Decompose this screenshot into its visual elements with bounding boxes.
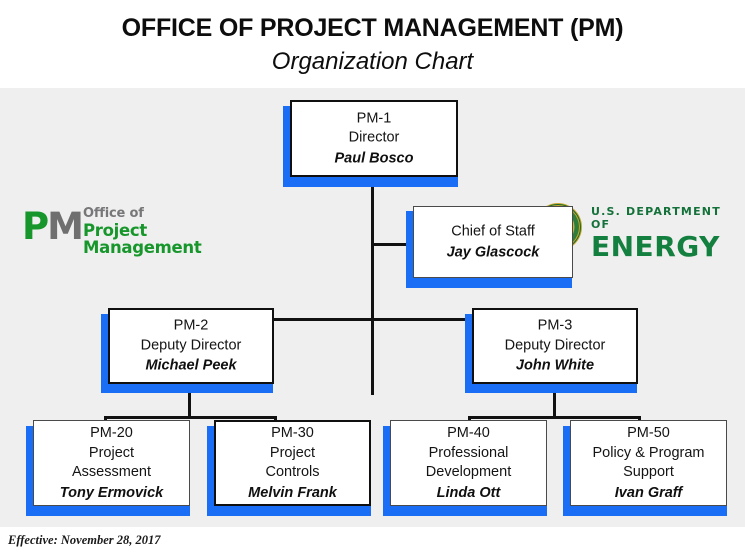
org-node-title: Chief of Staff: [451, 223, 535, 240]
pm-logo-line1: Office of: [83, 206, 144, 221]
org-node-title: Policy & Program: [592, 444, 705, 461]
org-node-code: PM-1: [356, 110, 392, 126]
org-node-person: Tony Ermovick: [59, 484, 164, 501]
connector-pm3-trunk: [553, 385, 556, 418]
org-node-pm-40[interactable]: PM-40 Professional Development Linda Ott: [390, 420, 547, 506]
connector-pm1-to-cos: [371, 243, 413, 246]
org-node-chief-of-staff[interactable]: Chief of Staff Jay Glascock: [413, 206, 573, 278]
org-node-pm-20[interactable]: PM-20 Project Assessment Tony Ermovick: [33, 420, 190, 506]
org-node-person: Michael Peek: [145, 357, 237, 374]
pm-office-logo: PM Office of Project Management: [22, 205, 247, 255]
doe-line2: ENERGY: [591, 230, 720, 263]
page-title: OFFICE OF PROJECT MANAGEMENT (PM): [121, 14, 624, 42]
org-node-title2: Assessment: [72, 463, 151, 480]
connector-pm2-trunk: [188, 385, 191, 418]
org-node-title2: Controls: [265, 463, 320, 480]
org-node-pm-1[interactable]: PM-1 Director Paul Bosco: [290, 100, 458, 177]
pm-logo-line2: Project Management: [83, 221, 202, 257]
pm-logo-wordmark: Office of Project Management: [83, 207, 247, 256]
org-node-title: Project: [269, 444, 316, 461]
org-node-title2: Support: [623, 463, 674, 480]
connector-deputy-split-bar: [188, 318, 556, 321]
org-node-person: Jay Glascock: [446, 243, 540, 260]
pm-logo-letter-p: P: [22, 205, 49, 248]
org-node-person: John White: [515, 357, 595, 374]
org-node-code: PM-20: [90, 424, 133, 441]
org-node-person: Melvin Frank: [248, 484, 337, 501]
org-node-code: PM-30: [271, 424, 314, 441]
org-chart-panel: PM Office of Project Management U.S. DEP…: [0, 88, 745, 527]
org-node-person: Ivan Graff: [614, 484, 683, 501]
org-node-title: Deputy Director: [504, 337, 606, 353]
org-node-person: Linda Ott: [436, 484, 501, 501]
effective-date: Effective: November 28, 2017: [8, 533, 161, 547]
org-node-person: Paul Bosco: [334, 150, 414, 166]
connector-pm1-trunk: [371, 185, 374, 395]
org-node-title: Deputy Director: [140, 337, 242, 353]
org-node-code: PM-2: [173, 317, 209, 334]
footer: Effective: November 28, 2017: [0, 527, 745, 559]
org-node-code: PM-3: [537, 317, 573, 334]
connector-pm3-split-bar: [468, 416, 641, 419]
org-node-pm-3[interactable]: PM-3 Deputy Director John White: [472, 308, 638, 384]
org-node-code: PM-40: [447, 424, 490, 441]
org-node-pm-30[interactable]: PM-30 Project Controls Melvin Frank: [214, 420, 371, 506]
org-node-pm-50[interactable]: PM-50 Policy & Program Support Ivan Graf…: [570, 420, 727, 506]
org-node-title: Professional: [428, 444, 509, 461]
org-node-title: Director: [348, 129, 400, 146]
org-node-title2: Development: [425, 463, 512, 480]
doe-wordmark: U.S. DEPARTMENT OF ENERGY: [591, 205, 723, 262]
pm-logo-letter-m: M: [47, 205, 84, 248]
doe-line1: U.S. DEPARTMENT OF: [591, 205, 721, 231]
title-area: OFFICE OF PROJECT MANAGEMENT (PM) Organi…: [0, 0, 745, 88]
org-node-pm-2[interactable]: PM-2 Deputy Director Michael Peek: [108, 308, 274, 384]
pm-logo-monogram: PM: [22, 205, 84, 249]
org-node-title: Project: [88, 444, 135, 461]
page-subtitle: Organization Chart: [271, 48, 474, 75]
org-node-code: PM-50: [627, 424, 670, 441]
connector-pm2-split-bar: [104, 416, 277, 419]
